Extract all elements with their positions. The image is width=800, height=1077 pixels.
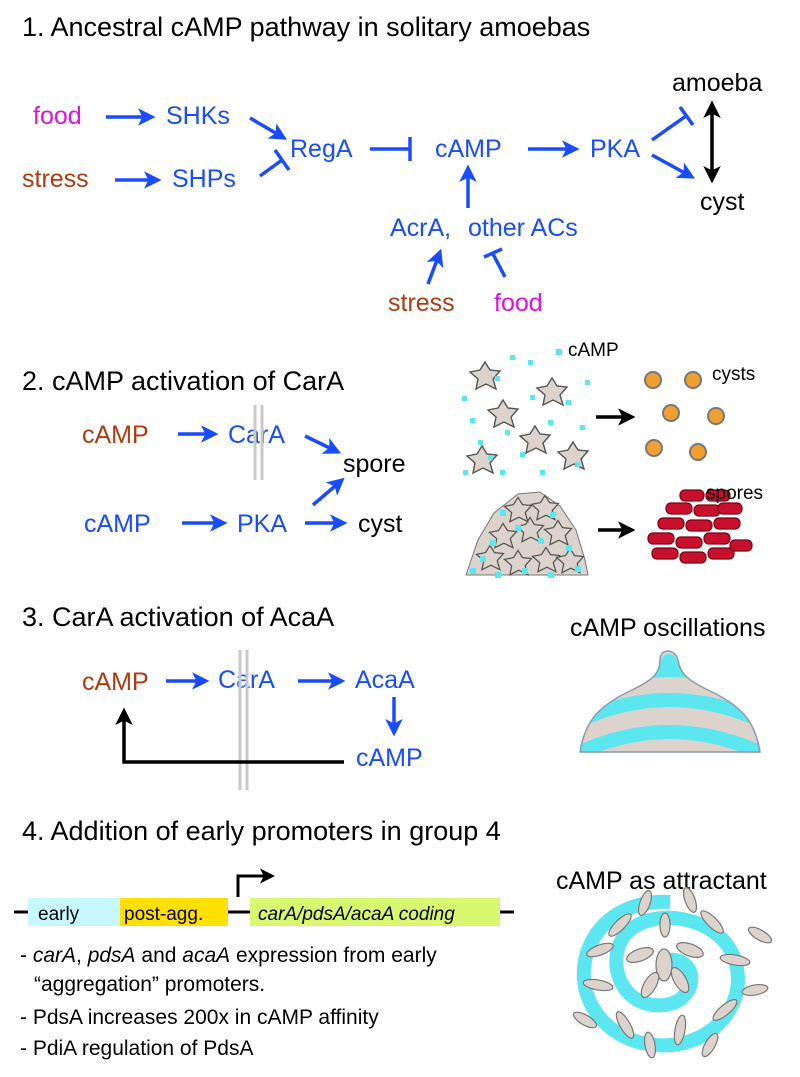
bullet-1-line-2: “aggregation” promoters. xyxy=(34,973,265,996)
coding-label: carA/pdsA/acaA coding xyxy=(258,904,455,925)
section1-title: 1. Ancestral cAMP pathway in solitary am… xyxy=(22,12,590,42)
scattered-amoebae-image xyxy=(462,349,590,475)
pka-node-s2: PKA xyxy=(237,510,287,538)
membrane-bar-s3 xyxy=(238,650,249,790)
other-acs-node: other ACs xyxy=(468,214,578,242)
inhibit-shps-rega xyxy=(258,148,291,178)
cyst-node-s2: cyst xyxy=(358,510,403,538)
pka-node: PKA xyxy=(590,135,640,163)
arrow-pka-spore xyxy=(311,477,345,507)
post-agg-promoter-box xyxy=(120,898,228,926)
camp-node-red-s3: cAMP xyxy=(82,668,149,696)
acra-node: AcrA, xyxy=(390,214,451,242)
camp-label: cAMP xyxy=(568,340,619,361)
food-node-top: food xyxy=(33,102,82,130)
feedback-arrow xyxy=(115,707,344,764)
spores-label: spores xyxy=(706,483,763,504)
membrane-bar xyxy=(253,405,264,480)
stress-node-bottom: stress xyxy=(388,289,455,317)
acaa-node: AcaA xyxy=(355,666,415,694)
amoeba-node: amoeba xyxy=(672,69,762,97)
section2-title: 2. cAMP activation of CarA xyxy=(22,366,344,396)
section3-title: 3. CarA activation of AcaA xyxy=(22,602,334,632)
camp-oscillations-image xyxy=(579,650,761,753)
camp-attractant-label: cAMP as attractant xyxy=(556,867,767,895)
rega-node: RegA xyxy=(290,135,353,163)
camp-legend-dot xyxy=(556,349,562,355)
shps-node: SHPs xyxy=(172,165,236,193)
bullet-1-line-1: - carA, pdsA and acaA expression from ea… xyxy=(20,944,437,967)
spores-image xyxy=(647,489,753,564)
inhibit-rega-camp xyxy=(370,137,412,161)
gene-construct xyxy=(14,868,514,926)
coding-region-box xyxy=(250,898,500,926)
shks-node: SHKs xyxy=(166,102,230,130)
camp-node-red: cAMP xyxy=(82,421,149,449)
food-node-bottom: food xyxy=(494,289,543,317)
camp-attractant-image xyxy=(572,887,773,1059)
cysts-label: cysts xyxy=(712,364,755,385)
bullet-2: - PdsA increases 200x in cAMP affinity xyxy=(20,1006,379,1029)
arrow-shks-rega xyxy=(249,116,288,140)
cyst-node: cyst xyxy=(700,188,745,216)
camp-node-blue: cAMP xyxy=(84,510,151,538)
camp-oscillations-label: cAMP oscillations xyxy=(570,614,765,642)
stress-node-left: stress xyxy=(22,165,89,193)
spore-node: spore xyxy=(343,450,406,478)
early-label: early xyxy=(38,904,80,925)
inhibit-pka-amoeba xyxy=(650,105,695,142)
camp-node-blue-s3: cAMP xyxy=(356,744,423,772)
aggregate-image xyxy=(465,491,589,578)
cara-node: CarA xyxy=(228,421,285,449)
inhibit-food-acs xyxy=(483,247,507,278)
arrow-cara-spore xyxy=(304,434,342,454)
post-agg-label: post-agg. xyxy=(124,904,203,925)
section4-title: 4. Addition of early promoters in group … xyxy=(22,816,501,846)
bullet-3: - PdiA regulation of PdsA xyxy=(20,1037,253,1060)
camp-node: cAMP xyxy=(435,135,502,163)
arrow-stress-acs xyxy=(426,248,444,285)
cysts-image xyxy=(644,371,725,461)
arrow-pka-cyst xyxy=(651,153,696,179)
early-promoter-box xyxy=(28,898,120,926)
transcription-start-arrow xyxy=(236,868,275,897)
